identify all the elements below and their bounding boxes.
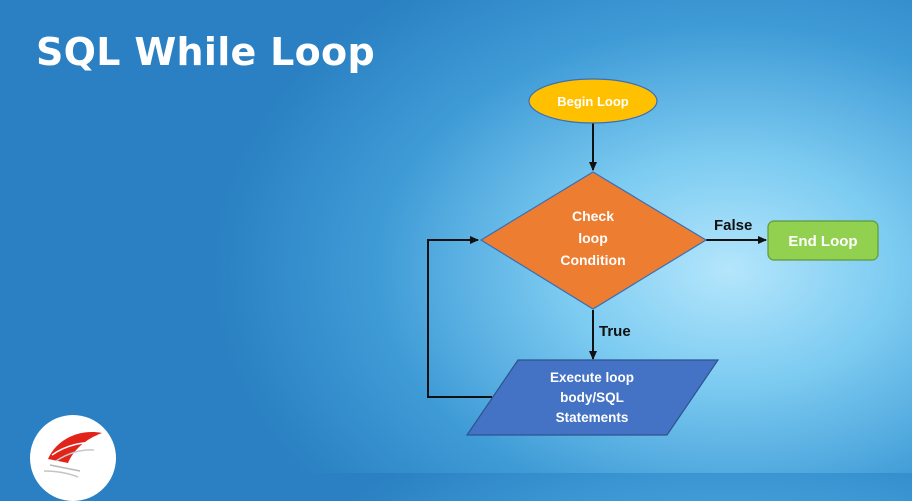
end-loop-node	[767, 220, 879, 261]
loop-body-node	[465, 359, 720, 436]
false-label: False	[714, 217, 752, 234]
slide-title: SQL While Loop	[36, 30, 375, 74]
flowchart: False True Begin Loop Check loop Conditi…	[427, 78, 879, 436]
check-condition-node	[479, 171, 708, 310]
edge-loop-back	[427, 236, 492, 398]
condition-label-line3: Condition	[560, 252, 625, 268]
true-label: True	[599, 323, 631, 340]
condition-label-line2: loop	[578, 230, 608, 246]
body-label-line2: body/SQL	[560, 390, 624, 405]
sql-server-logo-icon	[30, 415, 116, 501]
begin-loop-label: Begin Loop	[557, 94, 629, 109]
body-label-line3: Statements	[556, 410, 629, 425]
condition-label-line1: Check	[572, 208, 614, 224]
end-loop-label: End Loop	[788, 233, 857, 250]
body-label-line1: Execute loop	[550, 370, 634, 385]
begin-loop-node	[528, 78, 658, 124]
